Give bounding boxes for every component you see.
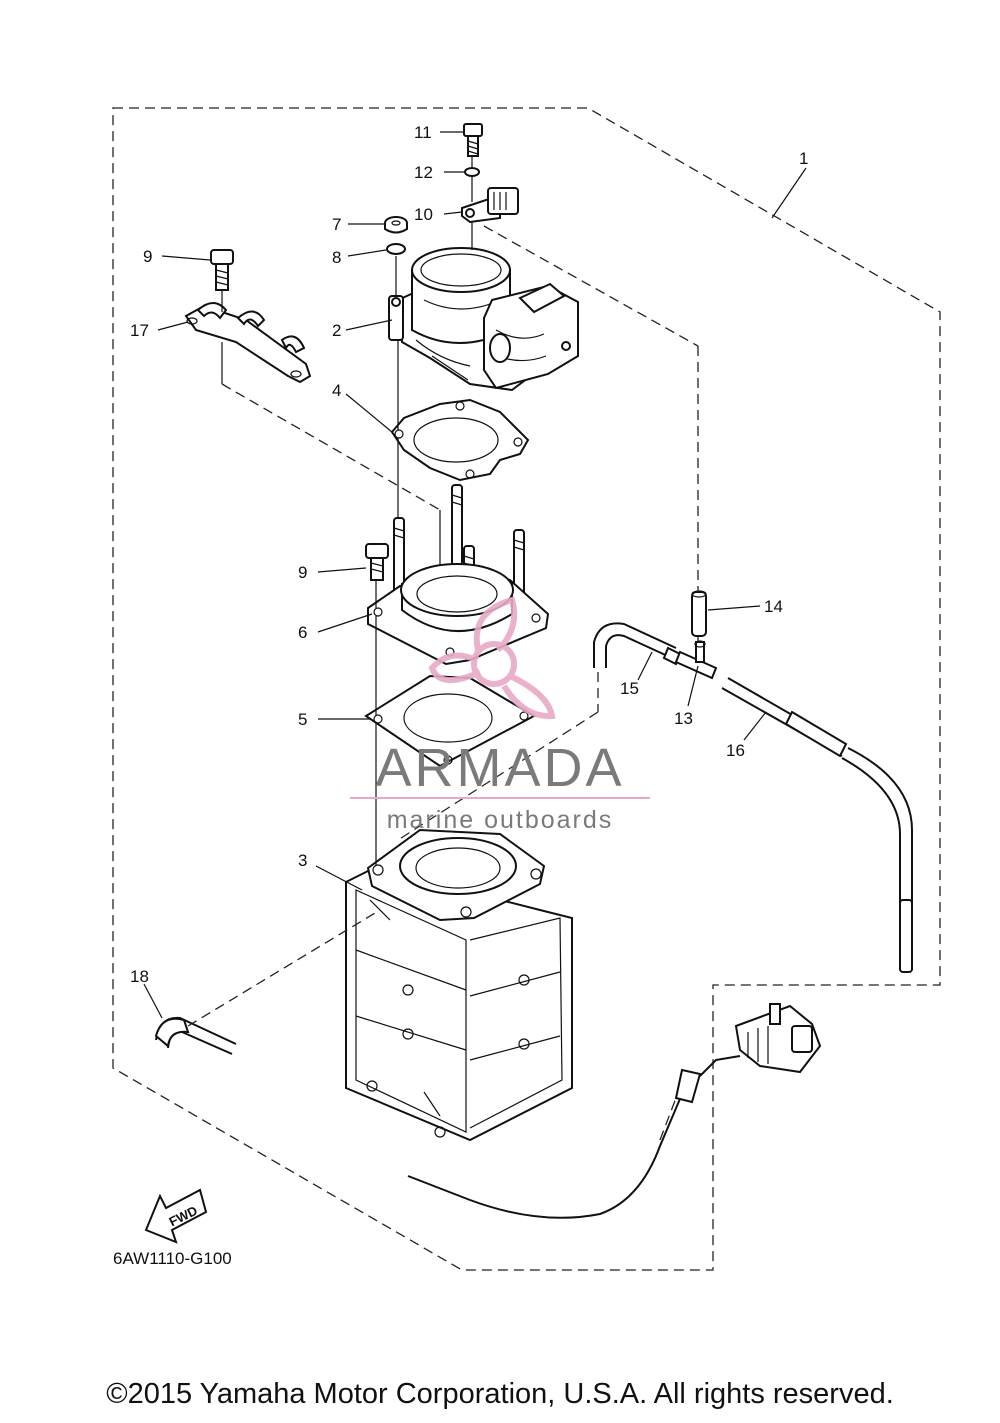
callout-3: 3 xyxy=(298,851,307,870)
part-vacuum-hose xyxy=(407,1079,689,1219)
callout-10: 10 xyxy=(414,205,433,224)
part-nut-7[interactable] xyxy=(384,216,408,234)
part-throttle-body-2[interactable] xyxy=(388,247,579,392)
part-washer-12[interactable] xyxy=(464,167,480,177)
part-bolt-9-mid[interactable] xyxy=(365,543,389,581)
reference-code: 6AW1110-G100 xyxy=(113,1249,232,1268)
watermark-brand: ARMADA xyxy=(375,738,624,798)
callout-16: 16 xyxy=(726,741,745,760)
part-tee-13[interactable] xyxy=(674,640,718,680)
callout-4: 4 xyxy=(332,381,341,400)
callout-5: 5 xyxy=(298,710,307,729)
part-hose-14[interactable] xyxy=(691,590,707,637)
callout-12: 12 xyxy=(414,163,433,182)
callout-2: 2 xyxy=(332,321,341,340)
callout-14: 14 xyxy=(764,597,783,616)
assembly-boundary xyxy=(112,107,941,1271)
watermark-tagline: marine outboards xyxy=(387,806,614,834)
part-sensor-10[interactable] xyxy=(461,187,519,224)
callout-15: 15 xyxy=(620,679,639,698)
callout-17: 17 xyxy=(130,321,149,340)
part-bracket-17[interactable] xyxy=(184,302,312,384)
callout-18: 18 xyxy=(130,967,149,986)
callout-13: 13 xyxy=(674,709,693,728)
callout-leaders xyxy=(143,131,807,1019)
fwd-arrow-icon: FWD xyxy=(144,1188,208,1244)
part-manifold-3[interactable] xyxy=(345,828,573,1142)
callout-9-mid: 9 xyxy=(298,563,307,582)
callout-8: 8 xyxy=(332,248,341,267)
part-gasket-5[interactable] xyxy=(364,674,537,768)
part-washer-8[interactable] xyxy=(386,243,406,255)
part-hose-18[interactable] xyxy=(154,1016,237,1055)
callout-1: 1 xyxy=(799,149,808,168)
callout-9-top: 9 xyxy=(143,247,152,266)
part-hose-15[interactable] xyxy=(593,622,677,668)
copyright-notice: ©2015 Yamaha Motor Corporation, U.S.A. A… xyxy=(106,1378,894,1410)
callout-6: 6 xyxy=(298,623,307,642)
part-bolt-9-top[interactable] xyxy=(210,249,234,291)
callout-11: 11 xyxy=(414,123,432,142)
alignment-lines xyxy=(187,156,699,1141)
watermark-logo xyxy=(428,596,556,720)
part-bolt-11[interactable] xyxy=(463,123,483,157)
part-hose-16[interactable] xyxy=(721,677,913,973)
part-gasket-4[interactable] xyxy=(390,398,530,482)
part-vacuum-switch xyxy=(734,1003,822,1074)
callout-7: 7 xyxy=(332,215,341,234)
